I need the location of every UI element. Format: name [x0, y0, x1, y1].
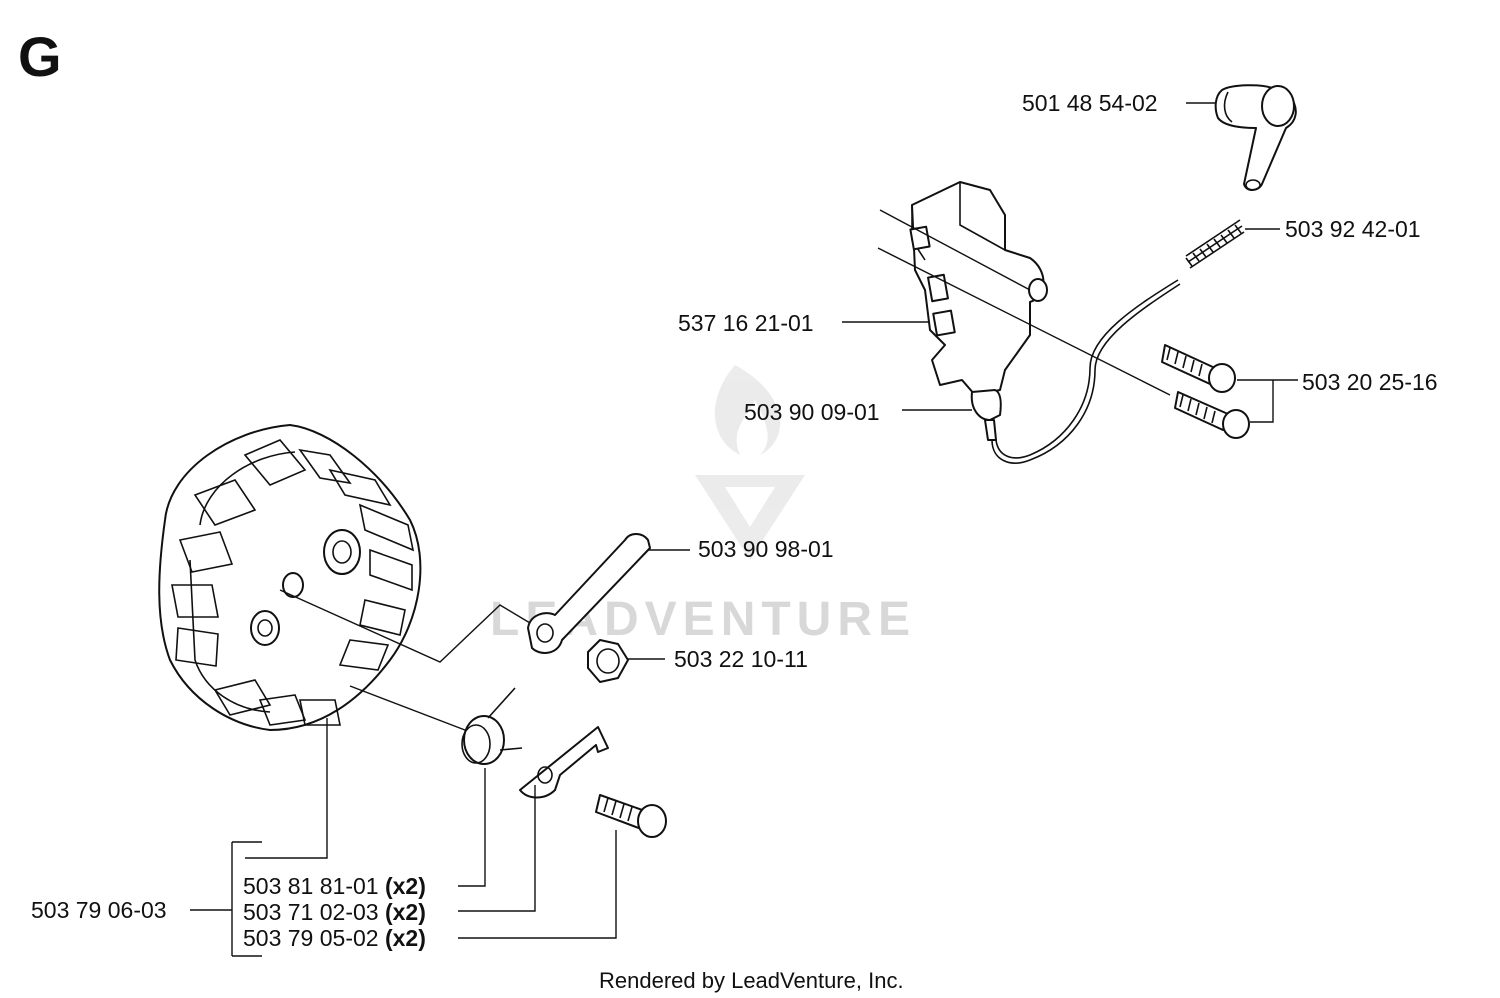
label-503-81-81-01: 503 81 81-01 (x2)	[243, 873, 426, 899]
part-number: 503 71 02-03	[243, 899, 379, 925]
flywheel-part	[158, 424, 546, 736]
watermark-logo	[695, 365, 805, 560]
label-503-22-10-11: 503 22 10-11	[674, 646, 808, 672]
label-503-90-98-01: 503 90 98-01	[698, 536, 834, 562]
label-503-20-25-16: 503 20 25-16	[1302, 369, 1438, 395]
label-503-71-02-03: 503 71 02-03 (x2)	[243, 899, 426, 925]
label-501-48-54-02: 501 48 54-02	[1022, 90, 1158, 116]
pin-part	[595, 794, 667, 838]
label-503-92-42-01: 503 92 42-01	[1285, 216, 1421, 242]
nut-part	[587, 639, 629, 683]
spark-plug-boot-part	[1214, 84, 1297, 191]
section-letter: G	[18, 25, 62, 88]
screws-part	[1161, 344, 1250, 439]
ignition-module-part	[877, 181, 1181, 464]
arm-part	[527, 533, 651, 654]
label-503-90-09-01: 503 90 09-01	[744, 399, 880, 425]
footer-credit: Rendered by LeadVenture, Inc.	[599, 968, 904, 993]
part-quantity: (x2)	[385, 925, 426, 951]
part-number: 503 79 05-02	[243, 925, 379, 951]
label-503-79-06-03: 503 79 06-03	[31, 897, 167, 923]
part-quantity: (x2)	[385, 873, 426, 899]
part-number: 503 81 81-01	[243, 873, 379, 899]
coil-spring-part	[461, 687, 523, 765]
spring-part	[1185, 219, 1245, 269]
label-503-79-05-02: 503 79 05-02 (x2)	[243, 925, 426, 951]
leader-lines	[190, 102, 1298, 957]
part-quantity: (x2)	[385, 899, 426, 925]
pawl-part	[519, 726, 609, 799]
label-537-16-21-01: 537 16 21-01	[678, 310, 814, 336]
